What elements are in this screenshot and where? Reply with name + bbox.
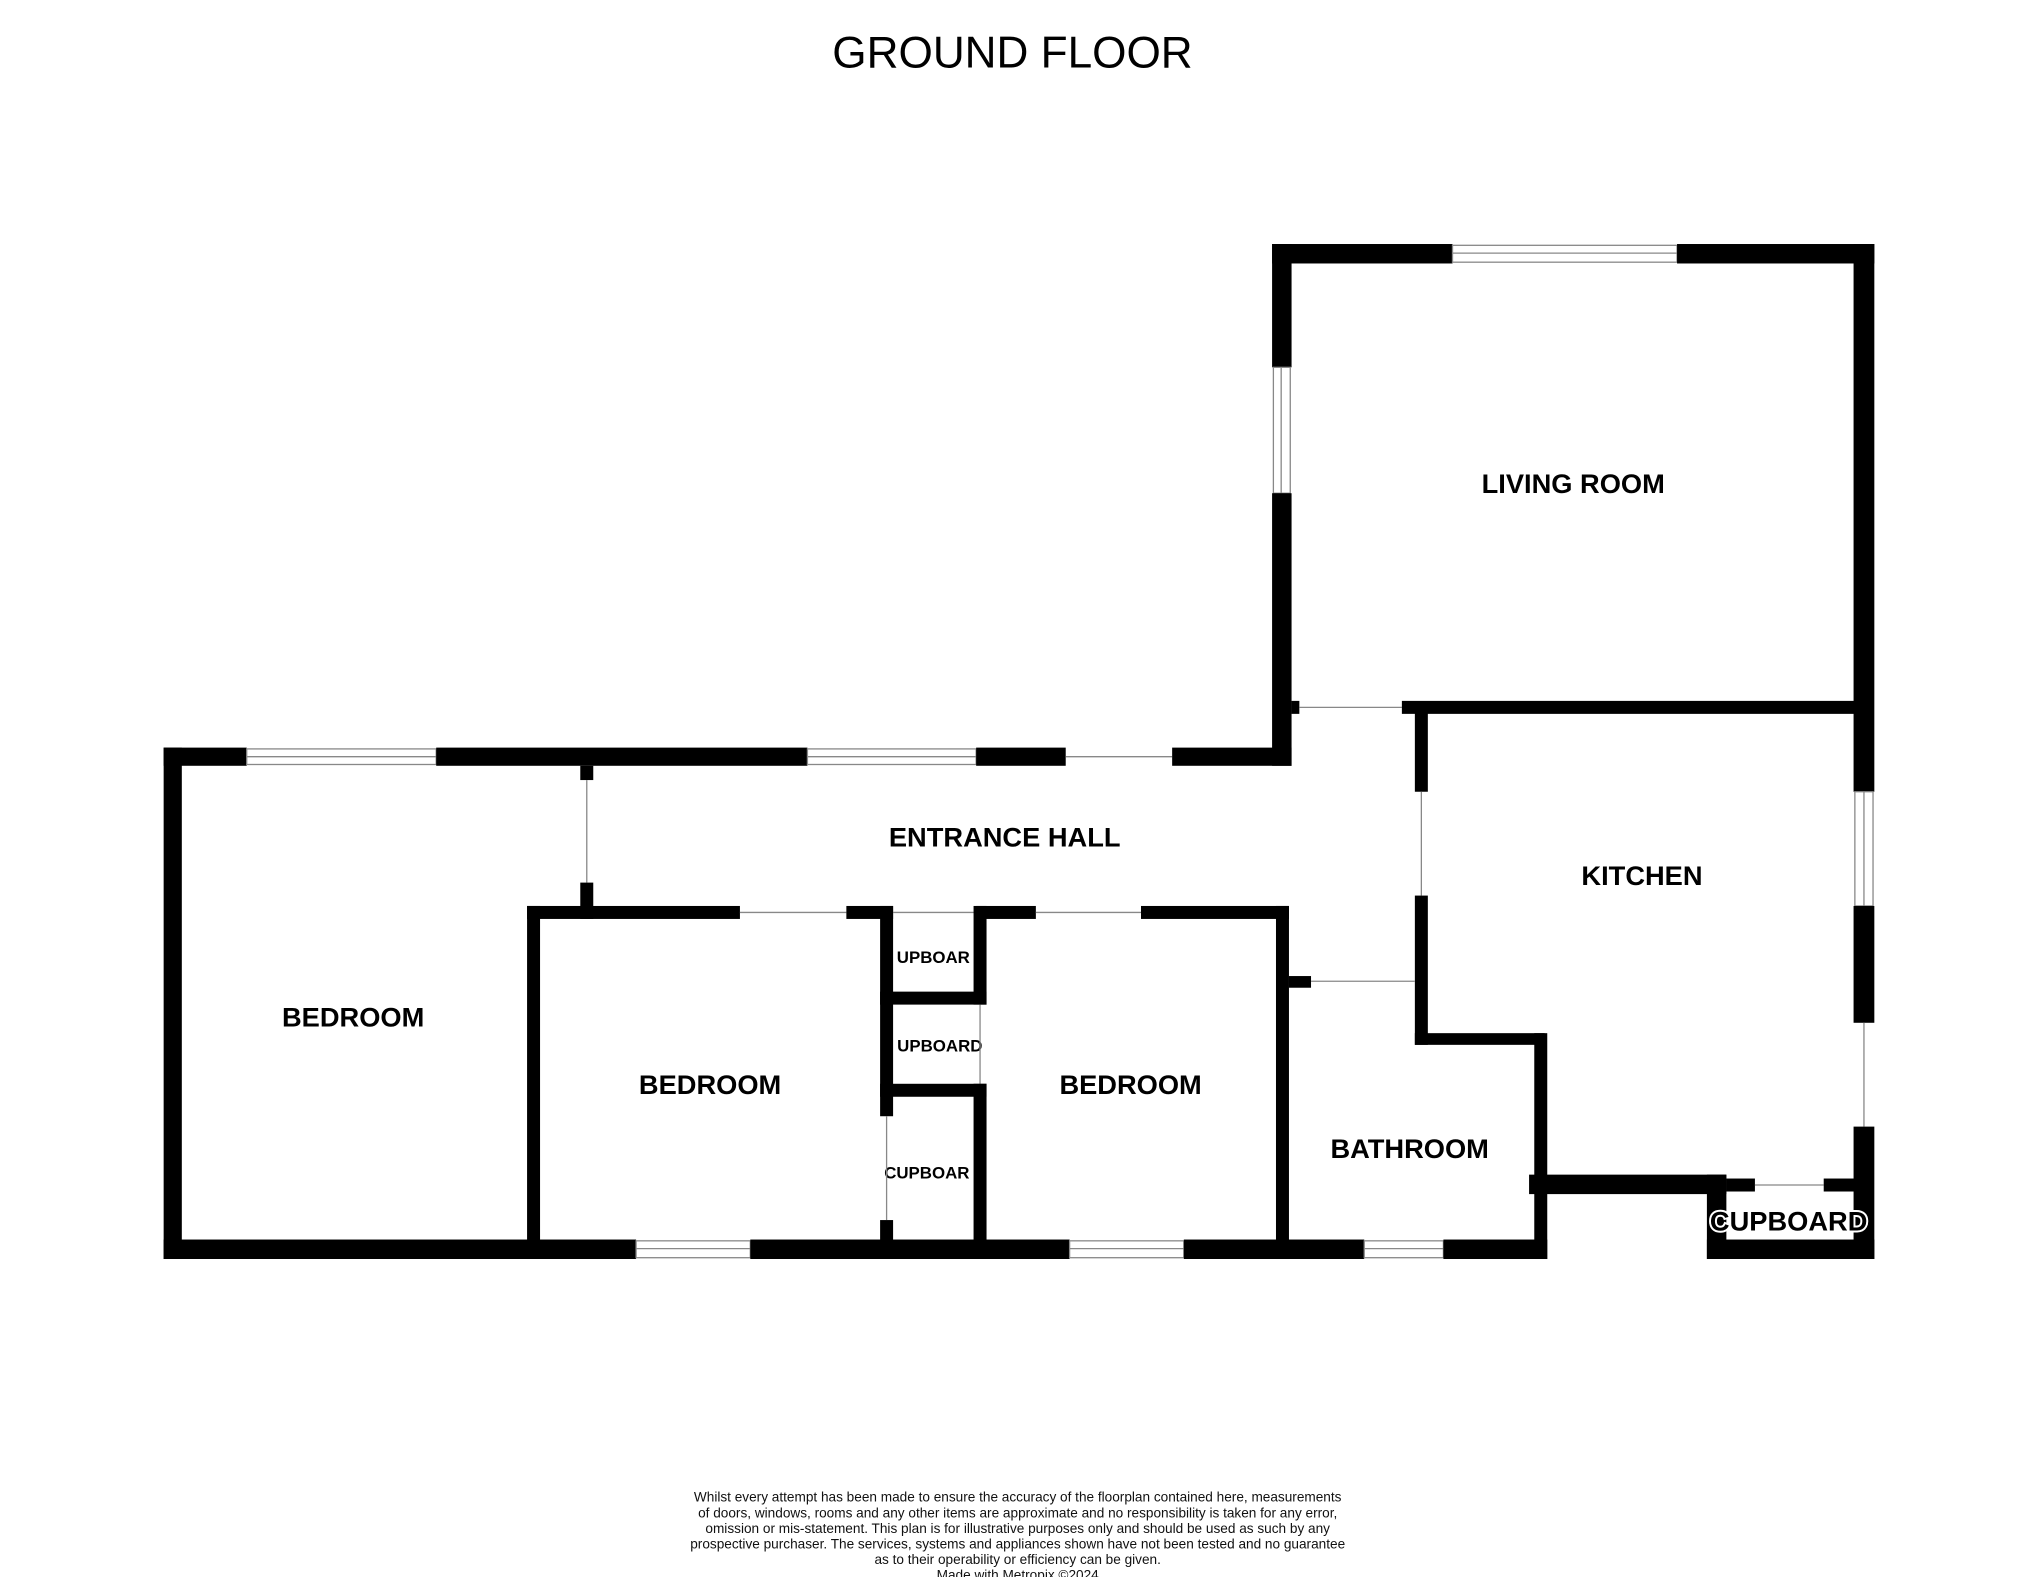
disclaimer: Whilst every attempt has been made to en… bbox=[690, 1490, 1345, 1577]
label-bedroom: BEDROOM bbox=[1059, 1069, 1201, 1100]
disclaimer-line: as to their operability or efficiency ca… bbox=[874, 1552, 1160, 1567]
room-labels: LIVING ROOM ENTRANCE HALL KITCHEN BEDROO… bbox=[282, 468, 1703, 1182]
label-bedroom: BEDROOM bbox=[282, 1002, 424, 1033]
label-living-room: LIVING ROOM bbox=[1482, 468, 1665, 499]
label-cupboard: CUPBOAR bbox=[884, 1164, 969, 1183]
label-bathroom: BATHROOM bbox=[1330, 1133, 1488, 1164]
walls bbox=[163, 244, 1875, 1260]
label-cupboard: CUPBOARD bbox=[1710, 1205, 1867, 1236]
label-entrance-hall: ENTRANCE HALL bbox=[889, 821, 1121, 852]
label-cupboard: UPBOARD bbox=[897, 1036, 982, 1055]
disclaimer-line: Whilst every attempt has been made to en… bbox=[694, 1490, 1342, 1505]
disclaimer-line: prospective purchaser. The services, sys… bbox=[690, 1536, 1345, 1551]
label-cupboard: UPBOAR bbox=[897, 948, 970, 967]
disclaimer-credit: Made with Metropix ©2024 bbox=[937, 1568, 1100, 1577]
label-bedroom: BEDROOM bbox=[639, 1069, 781, 1100]
disclaimer-line: of doors, windows, rooms and any other i… bbox=[698, 1505, 1337, 1520]
floor-title: GROUND FLOOR bbox=[832, 28, 1192, 77]
disclaimer-line: omission or mis-statement. This plan is … bbox=[705, 1521, 1330, 1536]
label-kitchen: KITCHEN bbox=[1581, 860, 1702, 891]
